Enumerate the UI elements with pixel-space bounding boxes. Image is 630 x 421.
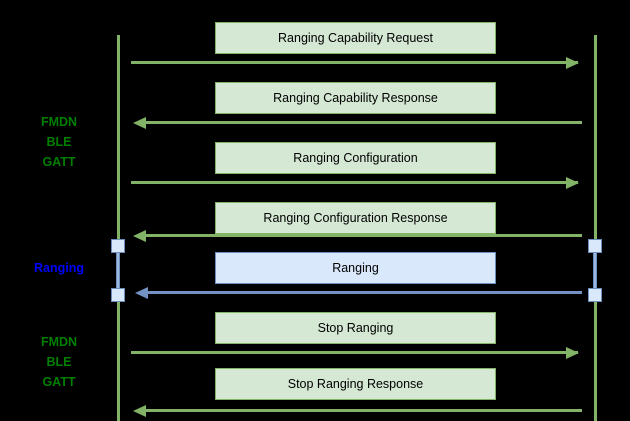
activation-box-right-end [588, 288, 602, 302]
phase-label-fmdn-ble-gatt-top: FMDN BLE GATT [40, 115, 78, 169]
arrow-head-left-icon [133, 116, 146, 129]
message-box-ranging-capability-request: Ranging Capability Request [215, 22, 496, 54]
message-box-ranging-configuration-response: Ranging Configuration Response [215, 202, 496, 234]
message-arrow-ranging-capability-request [131, 61, 578, 64]
arrow-head-right-icon [566, 346, 579, 359]
arrow-head-left-icon [133, 404, 146, 417]
activation-bar-right [593, 245, 597, 295]
phase-label-ranging: Ranging [34, 261, 84, 275]
activation-bar-left [116, 245, 120, 295]
message-box-ranging: Ranging [215, 252, 496, 284]
arrow-head-left-icon [135, 286, 148, 299]
arrow-head-left-icon [133, 229, 146, 242]
message-box-ranging-configuration: Ranging Configuration [215, 142, 496, 174]
activation-box-left-start [111, 239, 125, 253]
activation-box-left-end [111, 288, 125, 302]
message-arrow-stop-ranging-response [146, 409, 582, 412]
left-lifeline [117, 35, 120, 421]
message-box-ranging-capability-response: Ranging Capability Response [215, 82, 496, 114]
right-lifeline [594, 35, 597, 421]
phase-label-fmdn-ble-gatt-bottom: FMDN BLE GATT [40, 335, 78, 389]
message-arrow-ranging-configuration [131, 181, 578, 184]
message-arrow-ranging [148, 291, 582, 294]
arrow-head-right-icon [566, 176, 579, 189]
message-arrow-ranging-capability-response [146, 121, 582, 124]
message-box-stop-ranging-response: Stop Ranging Response [215, 368, 496, 400]
message-arrow-ranging-configuration-response [146, 234, 582, 237]
message-box-stop-ranging: Stop Ranging [215, 312, 496, 344]
activation-box-right-start [588, 239, 602, 253]
arrow-head-right-icon [566, 56, 579, 69]
message-arrow-stop-ranging [131, 351, 578, 354]
